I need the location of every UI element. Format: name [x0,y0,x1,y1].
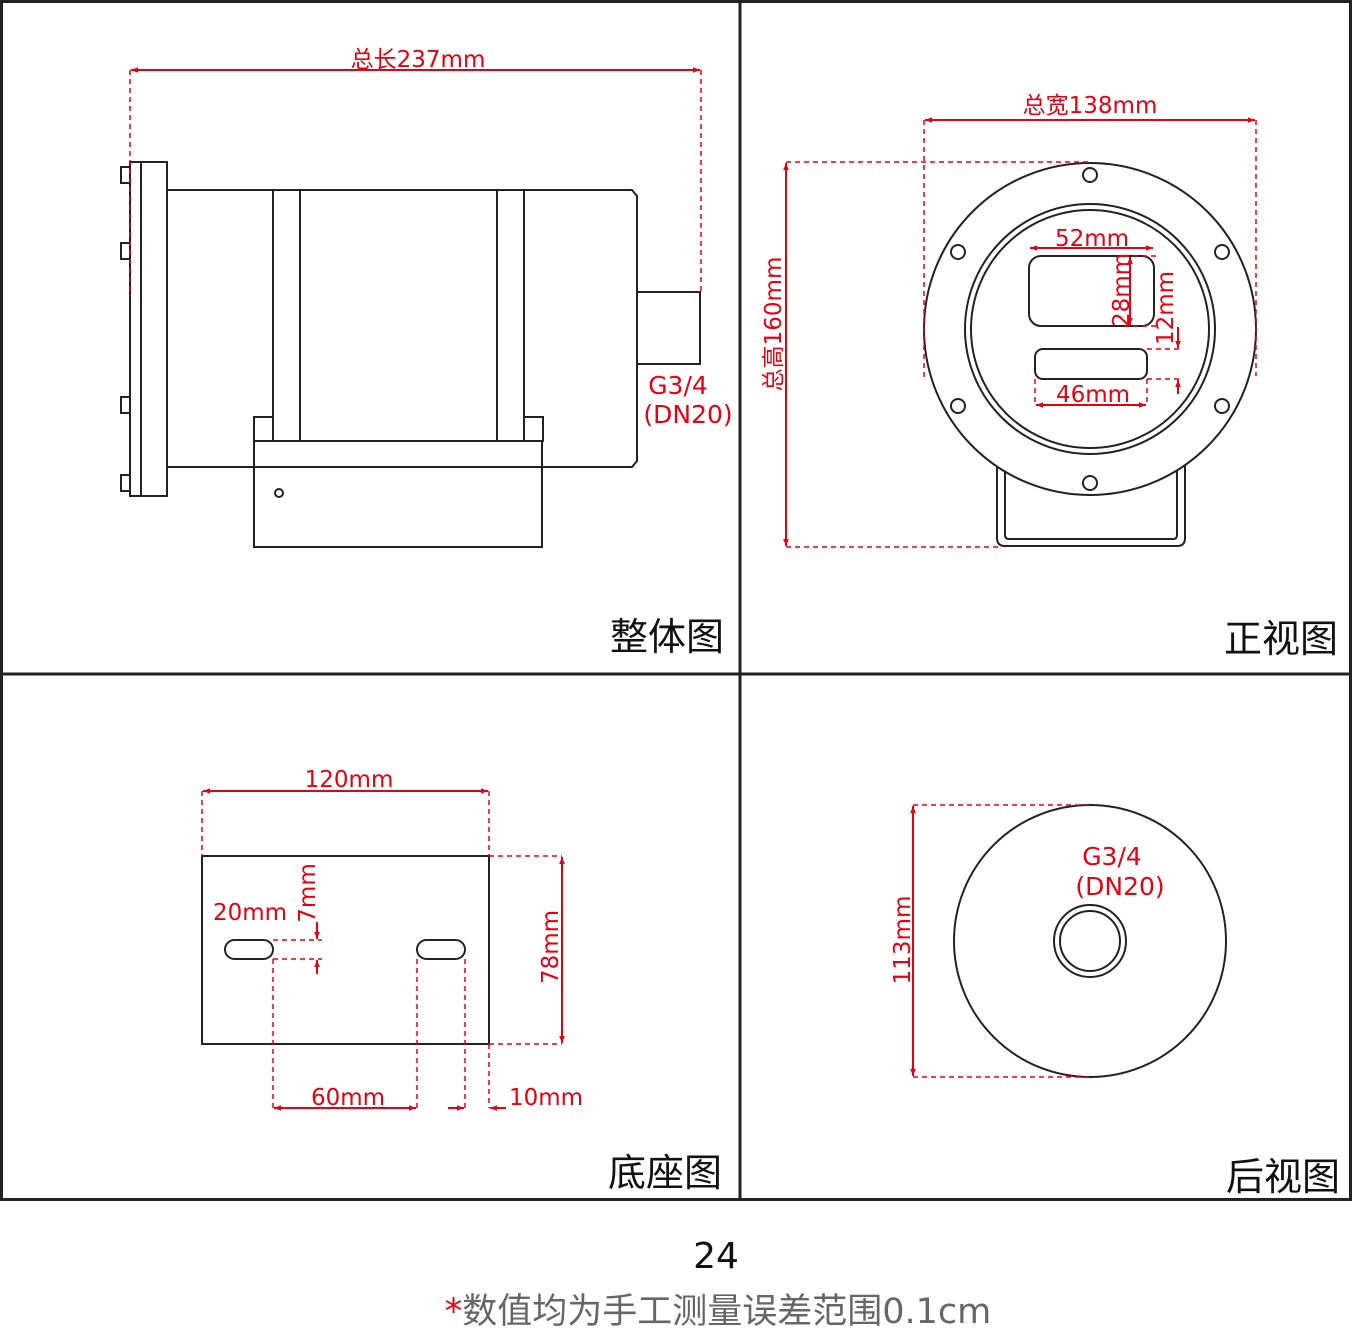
rear-view-title: 后视图 [1226,1155,1340,1199]
slot-spacing-label: 60mm [311,1085,385,1111]
window-height-label: 28mm [1109,253,1135,327]
front-view-title: 正视图 [1224,617,1338,661]
base-plate-outline [201,855,490,1045]
rear-port-label: G3/4 (DN20) [1075,842,1164,901]
measurement-note-star: * [445,1292,463,1332]
front-window-dimensions: 52mm 28mm 12mm 46mm [1030,226,1182,408]
edge-offset-label: 10mm [509,1085,583,1111]
rear-diameter-dimension: 113mm [890,804,1090,1078]
base-width-label: 120mm [305,767,394,793]
page-footer: 24 *数值均为手工测量误差范围0.1cm [445,1236,992,1332]
slot-width-label: 7mm [295,863,321,922]
total-length-label: 总长237mm [351,47,486,73]
rear-port-thread-label: G3/4 [1082,842,1142,871]
base-slot-dimensions: 20mm 7mm 60mm 10mm [213,863,583,1111]
overall-view-title: 整体图 [610,615,724,659]
page-number: 24 [693,1236,739,1277]
panel-grid-frame [0,0,1352,1201]
slot-length-label: 20mm [213,900,287,926]
front-device-outline [923,162,1257,547]
measurement-note: *数值均为手工测量误差范围0.1cm [445,1292,992,1332]
overall-view-panel: 总长237mm G3/4 (DN20) 整体图 [120,47,733,659]
rear-view-panel: 113mm G3/4 (DN20) 后视图 [890,804,1340,1199]
rear-device-outline [953,804,1227,1078]
overall-port-label: G3/4 (DN20) [643,371,732,429]
base-depth-label: 78mm [538,910,564,984]
base-view-panel: 120mm 78mm 20mm 7mm 60mm 10mm 底座图 [201,767,722,1195]
port-thread-label: G3/4 [648,371,708,400]
slot-width-label: 46mm [1056,382,1130,408]
window-width-label: 52mm [1055,226,1129,252]
base-depth-dimension: 78mm [489,855,565,1045]
front-width-dimension: 总宽138mm [923,93,1257,378]
base-view-title: 底座图 [608,1151,722,1195]
slot-offset-label: 12mm [1153,271,1179,345]
front-view-panel: 总宽138mm 总高160mm 52mm 28mm 12mm 46mm 正视图 [761,93,1338,661]
total-height-label: 总高160mm [761,257,787,392]
base-width-dimension: 120mm [201,767,490,856]
total-width-label: 总宽138mm [1023,93,1158,119]
overall-device-outline [120,161,701,548]
overall-length-dimension: 总长237mm [129,47,702,296]
port-size-label: (DN20) [643,400,732,429]
rear-diameter-label: 113mm [890,896,916,985]
front-height-dimension: 总高160mm [761,161,1090,548]
measurement-note-text: 数值均为手工测量误差范围0.1cm [462,1292,991,1332]
rear-port-size-label: (DN20) [1075,872,1164,901]
